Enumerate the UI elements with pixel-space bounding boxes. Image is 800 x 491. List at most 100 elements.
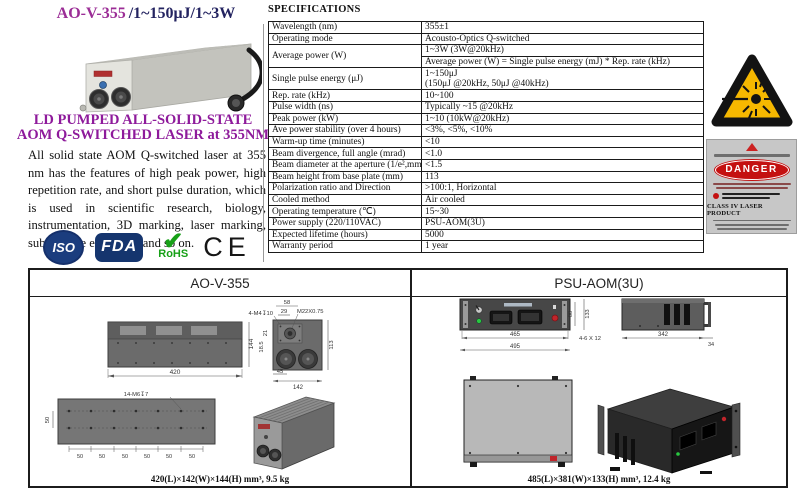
dim-label-inner-height: 88	[568, 311, 574, 317]
spec-label: Average power (W)	[268, 44, 422, 69]
fda-badge-icon: FDA	[95, 232, 144, 262]
spec-value: PSU-AOM(3U)	[421, 216, 704, 230]
dim-label-hole-pitch: 50	[189, 454, 195, 460]
dim-label-hole-pitch: 50	[166, 454, 172, 460]
dim-label-hole-pitch: 50	[144, 454, 150, 460]
product-suffix: /1~150μJ/1~3W	[128, 5, 236, 22]
danger-spec-line	[721, 192, 780, 195]
danger-address-line	[716, 228, 787, 230]
spec-label: Ave power stability (over 4 hours)	[268, 124, 422, 137]
product-code: AO-V-355	[56, 5, 126, 22]
spec-row: Warm-up time (minutes) <10	[268, 135, 704, 149]
laser-dimensions-caption: 420(L)×142(W)×144(H) mm³, 9.5 kg	[150, 474, 290, 484]
spec-value: Acousto-Optics Q-switched	[421, 32, 704, 46]
spec-label: Operating temperature (℃)	[268, 205, 422, 218]
spec-value-line1: 1~150μJ	[425, 68, 458, 79]
spec-label: Expected lifetime (hours)	[268, 228, 422, 242]
psu-power-led	[476, 318, 482, 324]
photo-cable	[238, 47, 265, 103]
spec-label: Power supply (220/110VAC)	[268, 216, 422, 230]
iso-badge-icon: ISO	[43, 229, 85, 265]
spec-row: Wavelength (nm) 355±1	[268, 21, 704, 34]
column-divider	[263, 24, 264, 262]
dim-label-bottom-mount: 14-M6↧7	[124, 391, 149, 398]
spec-label: Rep. rate (kHz)	[268, 89, 422, 102]
spec-label: Pulse width (ns)	[268, 100, 422, 114]
spec-label: Wavelength (nm)	[268, 21, 422, 34]
dim-label-height: 144	[248, 338, 255, 349]
psu-front-view	[459, 298, 571, 331]
danger-label: DANGER CLASS IV LASER PRODUCT	[706, 139, 797, 234]
dim-label-top-width: 58	[284, 300, 290, 306]
danger-fine-print	[712, 182, 791, 185]
dim-label-edge-offset: 21	[263, 330, 269, 336]
laser-warning-triangle-icon	[711, 54, 793, 127]
dim-label-fan-offset: 45	[277, 369, 283, 375]
spec-row: Warranty period 1 year	[268, 240, 704, 253]
spec-value: >100:1, Horizontal	[421, 182, 704, 195]
spec-label: Peak power (kW)	[268, 112, 422, 126]
spec-value: Average power (W) = Single pulse energy …	[421, 55, 704, 69]
dim-label-thread: M22X0.75	[297, 309, 323, 315]
danger-address-line	[714, 223, 789, 226]
spec-row: Single pulse energy (μJ) 1~150μJ (150μJ …	[268, 67, 704, 91]
spec-value: <10	[421, 135, 704, 149]
laser-head-photo	[36, 20, 265, 116]
laser-class-label: CLASS IV LASER PRODUCT	[707, 202, 763, 217]
spec-row: Beam height from base plate (mm) 113	[268, 170, 704, 184]
laser-head-photo-drawing	[79, 43, 265, 113]
spec-row: Expected lifetime (hours) 5000	[268, 228, 704, 242]
spec-row: Beam divergence, full angle (mrad) <1.0	[268, 147, 704, 160]
dim-label-outer-height: 133	[585, 309, 591, 318]
spec-value: 113	[421, 170, 704, 184]
laser-head-drawings: 420 144 4-M4↧10 58	[45, 300, 336, 470]
danger-badge: DANGER	[714, 159, 789, 180]
spec-value: 10~100	[421, 89, 704, 102]
psu-side-view	[621, 298, 711, 331]
spec-value: <3%, <5%, <10%	[421, 124, 704, 137]
psu-handle	[708, 302, 711, 327]
psu-panel: PSU-AOM(3U)	[412, 270, 786, 486]
spec-value: 1~10 (10kW@20kHz)	[421, 112, 704, 126]
photo-warning-sticker	[93, 70, 113, 77]
page-title-line1: LD PUMPED ALL-SOLID-STATE	[33, 112, 253, 128]
mechanical-drawings-section: AO-V-355 420 144	[28, 268, 788, 488]
dim-label-hole-pitch: 50	[77, 454, 83, 460]
psu-panel-title: PSU-AOM(3U)	[412, 270, 786, 297]
psu-dimensions-caption: 485(L)×381(W)×133(H) mm³, 12.4 kg	[527, 474, 671, 484]
dim-label-beam-height: 113	[329, 340, 335, 349]
spec-value: 5000	[421, 228, 704, 242]
spec-value: 15~30	[421, 205, 704, 218]
dim-label-aperture-height: 18.5	[259, 341, 265, 352]
dim-label-hole-pitch: 50	[45, 417, 51, 423]
psu-3d-view	[597, 388, 741, 474]
dim-label-front-mount: 4-M4↧10	[248, 310, 273, 317]
spec-value: Typically ~15 @20kHz	[421, 100, 704, 114]
dim-label-aperture-offset: 29	[281, 309, 287, 315]
spec-row: Pulse width (ns) Typically ~15 @20kHz	[268, 100, 704, 114]
psu-emergency-button	[551, 314, 559, 322]
laser-3d-view	[252, 396, 336, 470]
spec-row: Peak power (kW) 1~10 (10kW@20kHz)	[268, 112, 704, 126]
spec-label: Operating mode	[268, 32, 422, 46]
dim-label-hole-pitch: 50	[122, 454, 128, 460]
danger-fine-print	[713, 154, 790, 157]
laser-front-view	[272, 319, 323, 371]
laser-bottom-view	[57, 398, 216, 445]
spec-row: Cooled method Air cooled	[268, 193, 704, 207]
spec-row: Beam diameter at the aperture (1/e²,mm) …	[268, 158, 704, 172]
spec-row: Power supply (220/110VAC) PSU-AOM(3U)	[268, 216, 704, 230]
spec-row: Ave power stability (over 4 hours) <3%, …	[268, 124, 704, 137]
rohs-label: RoHS	[158, 248, 189, 260]
danger-spec-line	[721, 196, 770, 199]
danger-fine-print	[715, 186, 788, 189]
dim-label-depth: 342	[658, 332, 669, 338]
dim-label-length: 420	[170, 369, 181, 376]
rohs-check-icon: ✔	[163, 229, 184, 255]
spec-label: Warm-up time (minutes)	[268, 135, 422, 149]
spec-row: Average power (W) 1~3W (3W@20kHz)	[268, 44, 704, 69]
spec-label: Cooled method	[268, 193, 422, 207]
specifications-heading: SPECIFICATIONS	[268, 4, 361, 15]
spec-value: 1~150μJ (150μJ @20kHz, 50μJ @40kHz)	[421, 67, 704, 91]
